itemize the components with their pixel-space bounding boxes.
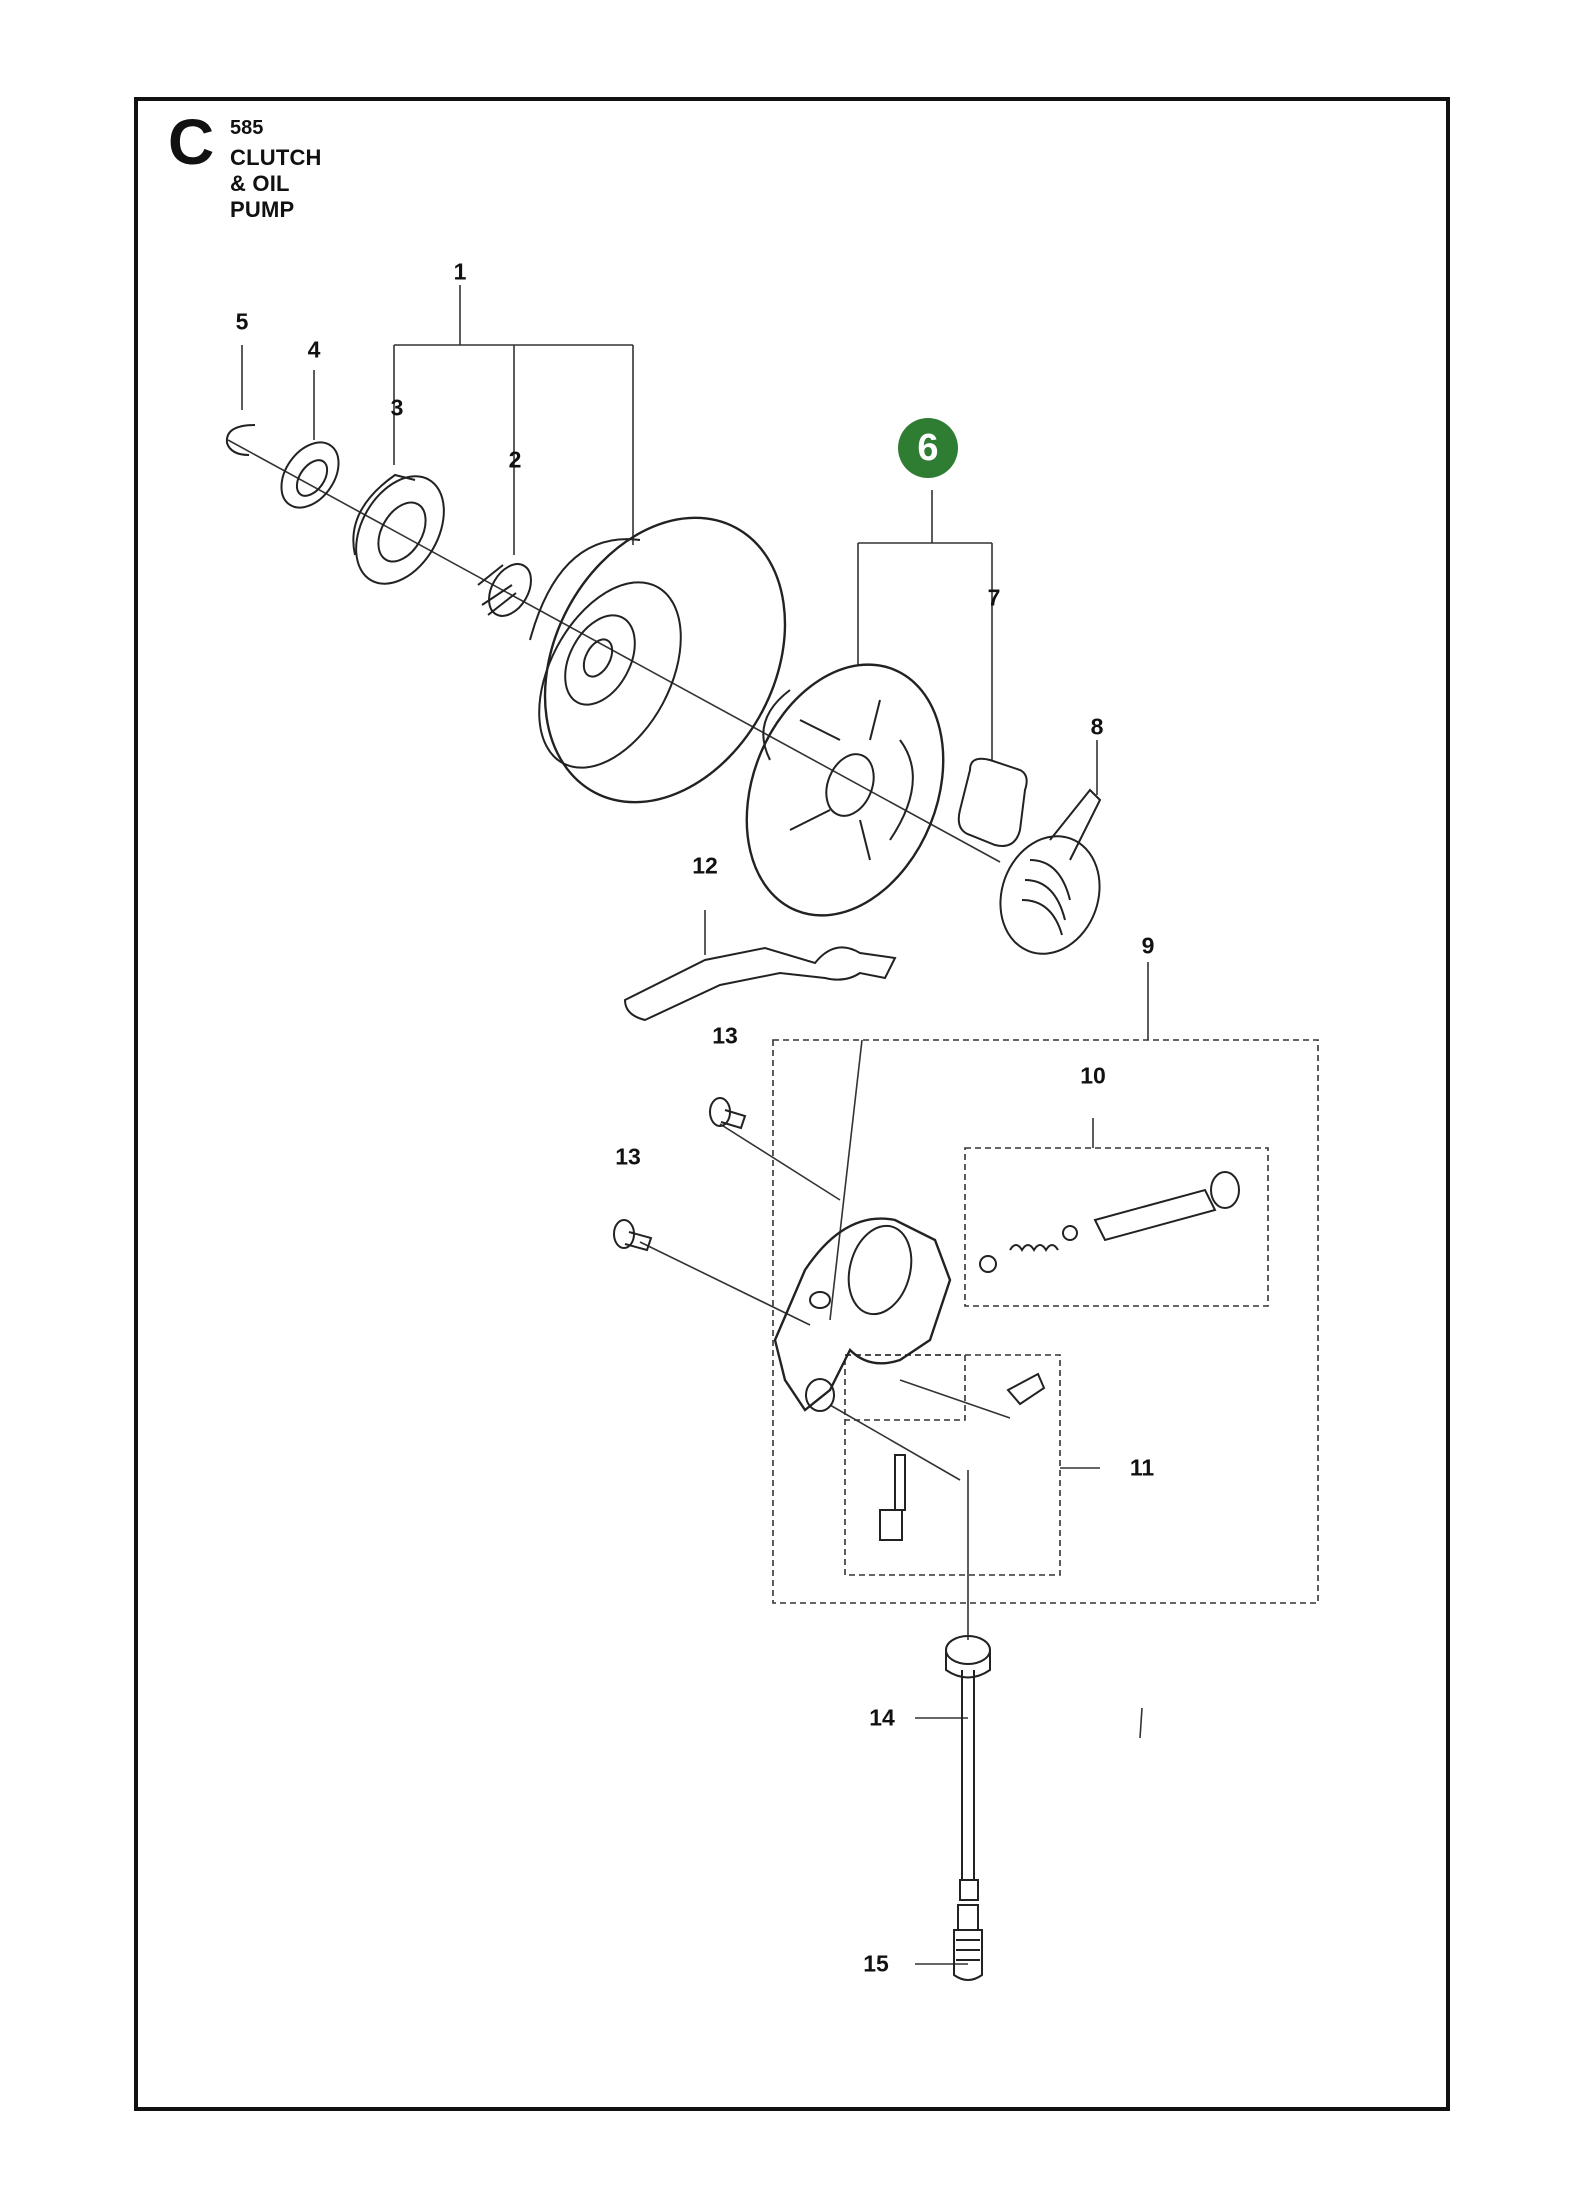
- screw-part-13-lower: [613, 1219, 653, 1252]
- seal-part-4: [280, 441, 340, 509]
- pump-piston-kit-part-10: [979, 1171, 1240, 1273]
- needle-bearing-part-2: [477, 563, 532, 617]
- section-letter: C: [168, 106, 215, 178]
- oil-filter-part-15: [953, 1904, 983, 1981]
- callout-10: 10: [1080, 1062, 1106, 1089]
- oil-hose-part-12: [623, 946, 897, 1022]
- page-frame: [134, 97, 1450, 2111]
- callout-8: 8: [1090, 713, 1104, 740]
- suction-pipe-part-14: [945, 1635, 991, 1901]
- callout-15: 15: [863, 1950, 889, 1977]
- callout-14: 14: [869, 1704, 895, 1731]
- callout-13-upper: 13: [712, 1022, 738, 1049]
- page-number: 585: [230, 117, 264, 139]
- callout-9: 9: [1141, 932, 1155, 959]
- callout-1: 1: [453, 258, 467, 285]
- leader-lines: [227, 285, 1149, 1965]
- clutch-spring-part-7: [957, 757, 1028, 847]
- callout-7: 7: [987, 584, 1001, 611]
- circlip-part-5: [225, 424, 256, 456]
- callout-4: 4: [307, 336, 321, 363]
- callout-3: 3: [390, 394, 404, 421]
- clutch-assembly-part-6: [745, 663, 945, 917]
- clutch-drum-part-1: [529, 516, 787, 804]
- callout-13-lower: 13: [615, 1143, 641, 1170]
- oil-pump-body-part-9: [773, 1217, 952, 1412]
- callout-2: 2: [508, 446, 522, 473]
- callout-11: 11: [1129, 1454, 1155, 1481]
- rim-sprocket-part-3: [352, 473, 445, 585]
- callout-5: 5: [235, 308, 249, 335]
- diagram-title: CLUTCH & OIL PUMP: [230, 145, 322, 222]
- worm-gear-part-8: [999, 788, 1102, 955]
- adjust-screw-part-11: [879, 1372, 1046, 1541]
- screw-part-13-upper: [709, 1097, 747, 1130]
- callout-12: 12: [692, 852, 718, 879]
- callout-6-highlight: 6: [898, 418, 958, 478]
- kit-boxes: [772, 1039, 1319, 1604]
